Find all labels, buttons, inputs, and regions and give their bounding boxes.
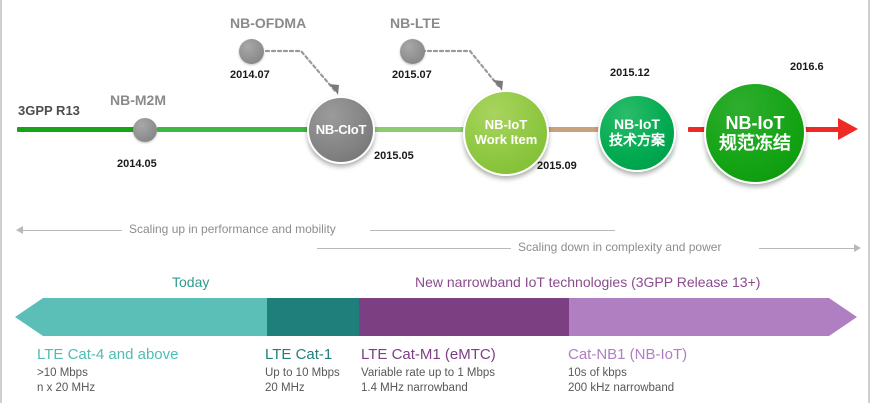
scaling-up-label: Scaling up in performance and mobility <box>129 222 336 236</box>
timeline-bubble-nb-iot-tech-scheme-date: 2015.12 <box>610 67 650 79</box>
timeline-node-nb-m2m-date: 2014.05 <box>117 158 157 170</box>
timeline-node-nb-lte-label: NB-LTE <box>390 15 441 31</box>
technology-bar-segment-cat-nb1[interactable] <box>569 298 829 336</box>
timeline-segment-red-tail <box>792 127 840 132</box>
category-detail-line: 200 kHz narrowband <box>568 382 675 394</box>
technology-bar-right-arrow-icon <box>829 298 857 336</box>
category-title-lte-cat4-and-above: LTE Cat-4 and above <box>37 346 179 363</box>
technology-bar-segment-lte-cat-m1[interactable] <box>359 298 569 336</box>
timeline-bubble-nb-ciot[interactable]: NB-CIoT <box>307 96 375 164</box>
technology-band-section: Today New narrowband IoT technologies (3… <box>2 262 868 403</box>
technology-bar-segment-lte-cat1[interactable] <box>267 298 359 336</box>
scaling-down-row: Scaling down in complexity and power <box>2 240 868 258</box>
scaling-down-line-right <box>759 248 854 249</box>
category-title-cat-nb1-nb-iot: Cat-NB1 (NB-IoT) <box>568 346 688 363</box>
timeline-node-nb-ofdma[interactable] <box>239 39 264 64</box>
scaling-up-arrow-icon <box>16 226 23 234</box>
category-detail-lte-cat-m1-emtc: Variable rate up to 1 Mbps 1.4 MHz narro… <box>361 366 495 396</box>
technology-bar <box>2 298 868 340</box>
technology-bar-left-arrow-icon <box>15 298 43 336</box>
timeline-bubble-nb-iot-tech-scheme[interactable]: NB-IoT 技术方案 <box>598 94 676 172</box>
timeline-node-nb-lte-date: 2015.07 <box>392 69 432 81</box>
category-detail-line: 20 MHz <box>265 382 305 394</box>
category-detail-cat-nb1-nb-iot: 10s of kbps 200 kHz narrowband <box>568 366 674 396</box>
scaling-down-label: Scaling down in complexity and power <box>518 240 722 254</box>
category-title-lte-cat-1: LTE Cat-1 <box>265 346 333 363</box>
category-detail-lte-cat-1: Up to 10 Mbps 20 MHz <box>265 366 340 396</box>
timeline-node-nb-m2m-label: NB-M2M <box>110 92 166 108</box>
timeline-bubble-nb-iot-work-item-date: 2015.09 <box>537 160 577 172</box>
timeline-axis-start-label: 3GPP R13 <box>18 103 80 118</box>
scaling-up-row: Scaling up in performance and mobility <box>2 222 868 240</box>
scaling-up-line-right <box>370 230 615 231</box>
category-detail-line: >10 Mbps <box>37 367 88 379</box>
scaling-down-arrow-icon <box>854 244 861 252</box>
timeline-bubble-nb-ciot-date: 2015.05 <box>374 150 414 162</box>
category-title-lte-cat-m1-emtc: LTE Cat-M1 (eMTC) <box>361 346 496 363</box>
timeline-bubble-nb-iot-spec-frozen[interactable]: NB-IoT 规范冻结 <box>704 82 806 184</box>
category-detail-line: Up to 10 Mbps <box>265 367 340 379</box>
category-detail-lte-cat4-and-above: >10 Mbps n x 20 MHz <box>37 366 95 396</box>
timeline-section: 3GPP R13 NB-M2M 2014.05 NB-OFDMA 2014.07… <box>2 0 868 210</box>
technology-bar-segment-lte-cat4[interactable] <box>43 298 267 336</box>
timeline-segment-green <box>157 127 312 132</box>
timeline-arrow-head-icon <box>838 118 858 140</box>
timeline-segment-light-green <box>370 127 466 132</box>
timeline-node-nb-ofdma-label: NB-OFDMA <box>230 15 307 31</box>
timeline-node-nb-lte[interactable] <box>400 39 425 64</box>
timeline-node-nb-ofdma-date: 2014.07 <box>230 69 270 81</box>
category-detail-line: 10s of kbps <box>568 367 627 379</box>
scaling-down-line-left <box>317 248 511 249</box>
timeline-segment-tan <box>546 127 608 132</box>
category-detail-line: 1.4 MHz narrowband <box>361 382 468 394</box>
scaling-up-line-left <box>23 230 122 231</box>
band-header-new-narrowband: New narrowband IoT technologies (3GPP Re… <box>415 274 761 290</box>
timeline-node-nb-m2m[interactable] <box>133 118 157 142</box>
band-header-today: Today <box>172 274 210 290</box>
timeline-bubble-nb-iot-spec-frozen-date: 2016.6 <box>790 61 824 73</box>
timeline-segment-dark-green <box>17 127 137 132</box>
timeline-bubble-nb-iot-work-item[interactable]: NB-IoT Work Item <box>463 90 549 176</box>
category-detail-line: Variable rate up to 1 Mbps <box>361 367 496 379</box>
category-detail-line: n x 20 MHz <box>37 382 96 394</box>
